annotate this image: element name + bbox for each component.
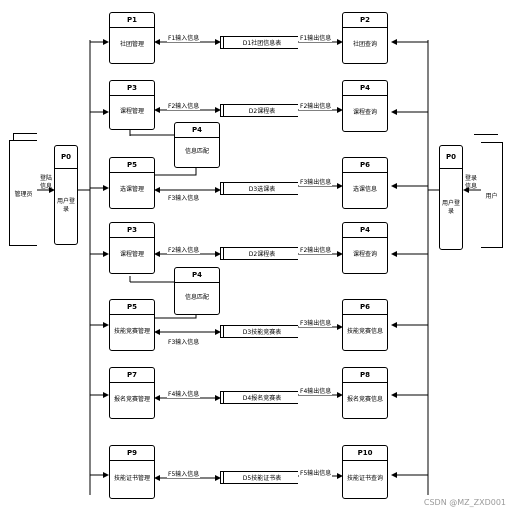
process-id: P2 bbox=[343, 13, 387, 28]
flow-label: F2输出信息 bbox=[299, 101, 333, 110]
process-name: 课程管理 bbox=[119, 250, 144, 258]
flow-label: F4输出信息 bbox=[299, 386, 333, 395]
process-name: 信息匹配 bbox=[184, 293, 209, 301]
process-id: P5 bbox=[110, 300, 154, 315]
process-name: 技能证书管理 bbox=[113, 474, 150, 482]
user-entity: 用户 bbox=[481, 142, 503, 248]
process-id: P9 bbox=[110, 446, 154, 461]
store-label: D3技能竞赛表 bbox=[242, 329, 282, 336]
process-p3-lower: P3 课程管理 bbox=[109, 222, 155, 274]
process-id: P4 bbox=[343, 223, 387, 238]
process-name: 社团管理 bbox=[119, 40, 144, 48]
process-p4-match-lower: P4 信息匹配 bbox=[174, 267, 220, 315]
process-id: P6 bbox=[343, 158, 387, 173]
process-id: P6 bbox=[343, 300, 387, 315]
process-name: 报名竞赛信息 bbox=[346, 395, 383, 403]
process-p6-upper: P6 选课信息 bbox=[342, 157, 388, 209]
process-p8: P8 报名竞赛信息 bbox=[342, 367, 388, 419]
user-label: 用户 bbox=[485, 192, 498, 200]
flow-label: F2输入信息 bbox=[167, 101, 201, 110]
process-id: P3 bbox=[110, 223, 154, 238]
flow-label: F3输入信息 bbox=[167, 193, 201, 202]
store-label: D5技能证书表 bbox=[242, 475, 282, 482]
process-p4-upper: P4 课程查询 bbox=[342, 80, 388, 132]
process-id: P1 bbox=[110, 13, 154, 28]
flow-label: F1输入信息 bbox=[167, 33, 201, 42]
process-p2: P2 社团查询 bbox=[342, 12, 388, 64]
store-d3-lower: D3技能竞赛表 bbox=[220, 325, 298, 338]
process-name: 技能竞赛信息 bbox=[346, 327, 383, 335]
process-name: 信息匹配 bbox=[184, 147, 209, 155]
store-label: D3选课表 bbox=[248, 186, 276, 193]
process-id: P10 bbox=[343, 446, 387, 461]
process-p6-lower: P6 技能竞赛信息 bbox=[342, 299, 388, 351]
process-name: 技能证书查询 bbox=[346, 474, 383, 482]
process-id: P5 bbox=[110, 158, 154, 173]
process-name: 课程查询 bbox=[352, 250, 377, 258]
login-flow-left: 登陆信息 bbox=[39, 175, 52, 190]
store-d2-lower: D2课程表 bbox=[220, 247, 298, 260]
process-p3-upper: P3 课程管理 bbox=[109, 80, 155, 130]
login-flow-right: 登录信息 bbox=[464, 175, 477, 190]
store-d1: D1社团信息表 bbox=[220, 36, 298, 49]
process-id: P3 bbox=[110, 81, 154, 96]
process-id: P4 bbox=[175, 268, 219, 283]
process-id: P0 bbox=[440, 146, 462, 169]
process-id: P8 bbox=[343, 368, 387, 383]
process-name: 社团查询 bbox=[352, 40, 377, 48]
process-p5-lower: P5 技能竞赛管理 bbox=[109, 299, 155, 351]
flow-label: F2输出信息 bbox=[299, 245, 333, 254]
store-label: D2课程表 bbox=[248, 108, 276, 115]
flow-label: F5输出信息 bbox=[299, 468, 333, 477]
process-id: P7 bbox=[110, 368, 154, 383]
process-name: 选课管理 bbox=[119, 185, 144, 193]
flow-label: F1输出信息 bbox=[299, 33, 333, 42]
store-d3-upper: D3选课表 bbox=[220, 182, 298, 195]
process-p4-lower: P4 课程查询 bbox=[342, 222, 388, 274]
store-label: D4报名竞赛表 bbox=[242, 395, 282, 402]
process-name: 报名竞赛管理 bbox=[113, 395, 150, 403]
store-d5: D5技能证书表 bbox=[220, 471, 298, 484]
process-name: 课程查询 bbox=[352, 108, 377, 116]
store-d4: D4报名竞赛表 bbox=[220, 391, 298, 404]
flow-label: F3输入信息 bbox=[167, 337, 201, 346]
process-p7: P7 报名竞赛管理 bbox=[109, 367, 155, 419]
store-label: D2课程表 bbox=[248, 251, 276, 258]
process-id: P4 bbox=[175, 123, 219, 138]
process-name: 课程管理 bbox=[119, 107, 144, 115]
process-name: 用户登录 bbox=[442, 200, 461, 215]
flow-label: F5输入信息 bbox=[167, 469, 201, 478]
process-id: P0 bbox=[55, 146, 77, 169]
process-name: 技能竞赛管理 bbox=[113, 327, 150, 335]
process-id: P4 bbox=[343, 81, 387, 96]
flow-label: F2输入信息 bbox=[167, 245, 201, 254]
process-p0-left: P0 用户登录 bbox=[54, 145, 78, 245]
store-d2-upper: D2课程表 bbox=[220, 104, 298, 117]
admin-label: 管理员 bbox=[14, 190, 33, 198]
flow-label: F4输入信息 bbox=[167, 389, 201, 398]
process-name: 用户登录 bbox=[57, 197, 76, 213]
user-entity-cap bbox=[474, 134, 498, 135]
process-p9: P9 技能证书管理 bbox=[109, 445, 155, 499]
process-p5-upper: P5 选课管理 bbox=[109, 157, 155, 209]
process-name: 选课信息 bbox=[352, 185, 377, 193]
flow-label: F3输出信息 bbox=[299, 177, 333, 186]
admin-entity: 管理员 bbox=[9, 133, 37, 246]
process-p0-right: P0 用户登录 bbox=[439, 145, 463, 250]
process-p10: P10 技能证书查询 bbox=[342, 445, 388, 499]
process-p1: P1 社团管理 bbox=[109, 12, 155, 64]
flow-label: F3输出信息 bbox=[299, 318, 333, 327]
process-p4-match-upper: P4 信息匹配 bbox=[174, 122, 220, 168]
watermark: CSDN @MZ_ZXD001 bbox=[423, 498, 506, 507]
store-label: D1社团信息表 bbox=[242, 40, 282, 47]
